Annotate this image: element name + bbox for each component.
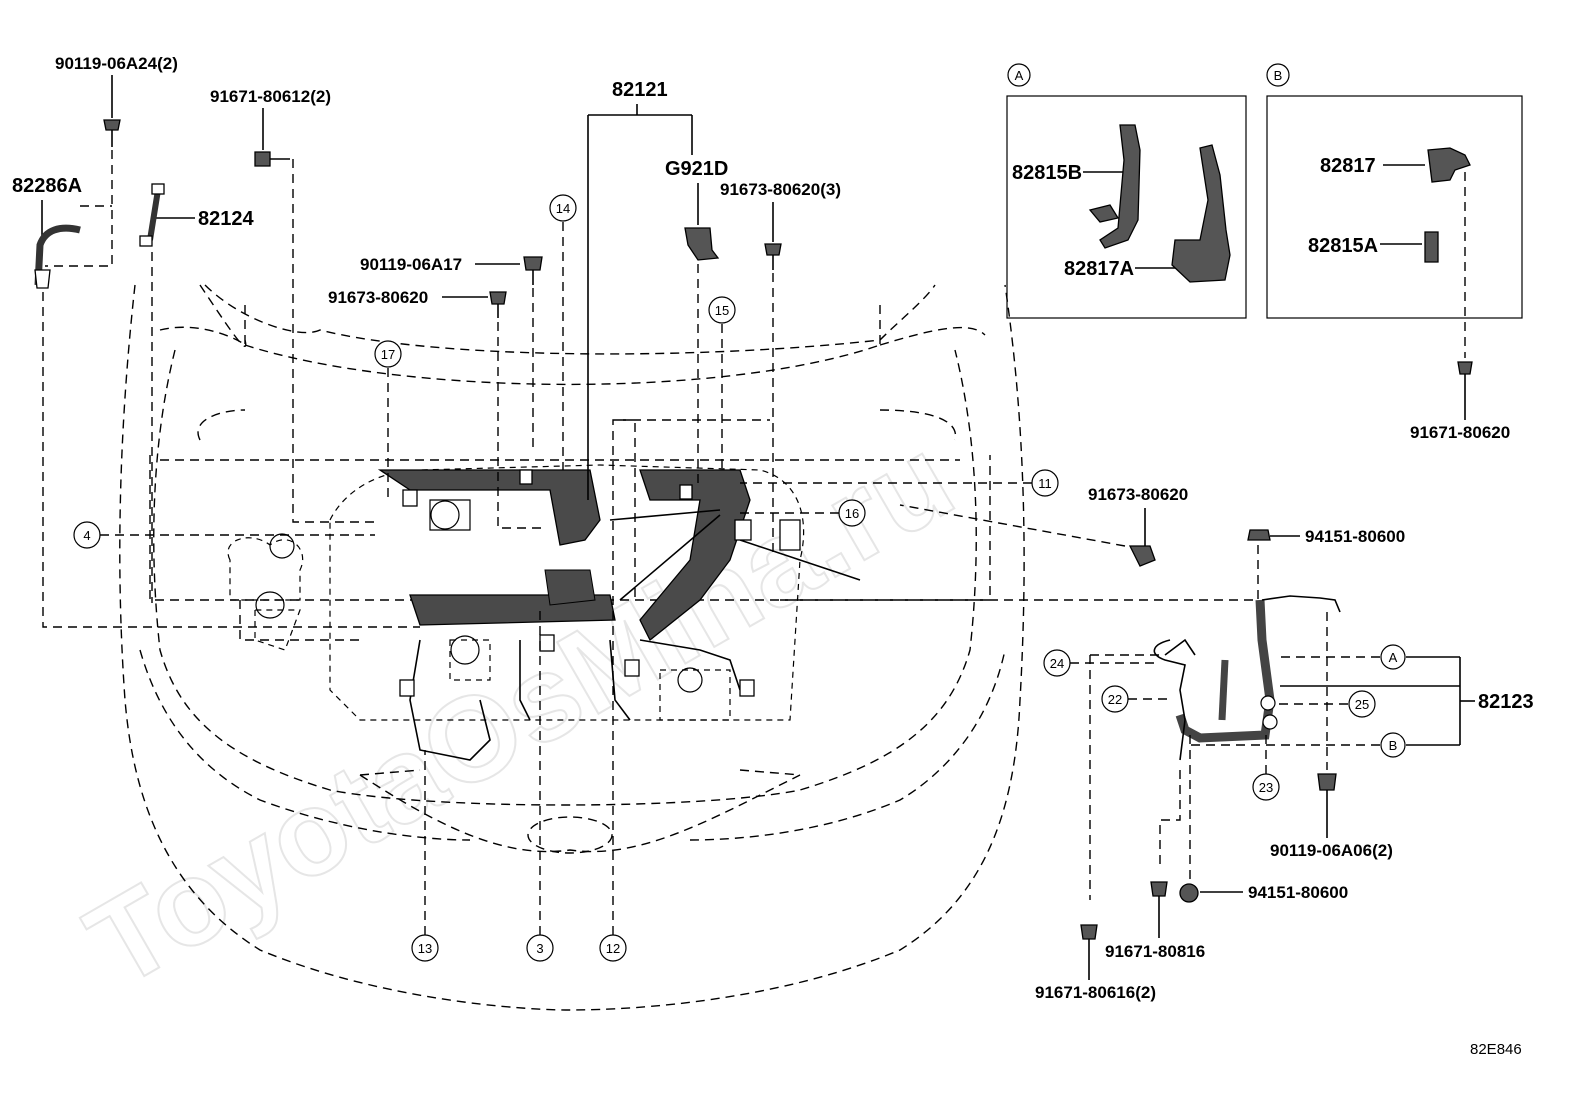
part-82124: 82124 bbox=[139, 183, 254, 603]
callout-17: 17 bbox=[374, 340, 402, 500]
part-82121: 82121 bbox=[587, 79, 693, 500]
callout-14-label: 14 bbox=[556, 201, 570, 216]
watermark: ToyotaOsMina.ru bbox=[66, 411, 974, 1013]
part-label-91673-80620-left: 91673-80620 bbox=[328, 288, 428, 307]
callout-15-label: 15 bbox=[715, 303, 729, 318]
part-label-82815B: 82815B bbox=[1012, 162, 1082, 184]
bolt-91671-80816: 91671-80816 bbox=[1105, 770, 1205, 961]
inset-B-ref: B bbox=[1389, 738, 1398, 753]
part-label-91671-80620: 91671-80620 bbox=[1410, 423, 1510, 442]
part-label-82817A: 82817A bbox=[1064, 258, 1134, 280]
bolt-90119-06A06: 90119-06A06(2) bbox=[1270, 773, 1393, 860]
callout-4: 4 bbox=[73, 521, 375, 549]
callout-12-label: 12 bbox=[606, 941, 620, 956]
part-label-82817: 82817 bbox=[1320, 155, 1376, 177]
callout-12: 12 bbox=[599, 419, 770, 962]
inset-A: A 82815B 82817A bbox=[1006, 63, 1247, 319]
part-label-82123: 82123 bbox=[1478, 691, 1534, 713]
bolt-90119-06A24: 90119-06A24(2) bbox=[45, 54, 178, 267]
bolt-91671-80612: 91671-80612(2) bbox=[210, 87, 380, 523]
callout-14: 14 bbox=[549, 194, 577, 470]
part-82123: 24 22 25 23 A B 82123 bbox=[1043, 595, 1534, 900]
nut-94151-80600-top: 94151-80600 bbox=[780, 527, 1405, 601]
part-82286A: 82286A bbox=[12, 175, 420, 628]
part-label-90119-06A24: 90119-06A24(2) bbox=[55, 54, 178, 73]
bolt-91673-80620-3: 91673-80620(3) bbox=[720, 180, 841, 555]
callout-25-label: 25 bbox=[1355, 697, 1369, 712]
callout-24-label: 24 bbox=[1050, 656, 1064, 671]
nut-94151-80600-bottom: 94151-80600 bbox=[1179, 735, 1348, 903]
bolt-91671-80616: 91671-80616(2) bbox=[1035, 924, 1156, 1002]
callout-3-label: 3 bbox=[536, 941, 543, 956]
bolt-91673-80620-left: 91673-80620 bbox=[328, 288, 545, 529]
part-G921D: G921D bbox=[665, 158, 728, 485]
callout-16: 16 bbox=[740, 499, 866, 527]
callout-11-label: 11 bbox=[1038, 476, 1052, 491]
bolt-91671-80620: 91671-80620 bbox=[1410, 361, 1510, 442]
callout-15: 15 bbox=[708, 296, 736, 470]
inset-B: B 82817 82815A bbox=[1266, 63, 1523, 358]
callout-3: 3 bbox=[526, 610, 554, 962]
part-label-91671-80616: 91671-80616(2) bbox=[1035, 983, 1156, 1002]
callout-22-label: 22 bbox=[1108, 692, 1122, 707]
part-label-91673-80620-right: 91673-80620 bbox=[1088, 485, 1188, 504]
part-label-91673-80620-3: 91673-80620(3) bbox=[720, 180, 841, 199]
bolt-90119-06A17: 90119-06A17 bbox=[360, 255, 543, 450]
part-label-94151-80600-top: 94151-80600 bbox=[1305, 527, 1405, 546]
part-label-90119-06A17: 90119-06A17 bbox=[360, 255, 462, 274]
callout-13: 13 bbox=[411, 750, 439, 962]
callout-11: 11 bbox=[740, 469, 1059, 497]
part-label-G921D: G921D bbox=[665, 158, 728, 180]
inset-A-ref: A bbox=[1389, 650, 1398, 665]
callout-13-label: 13 bbox=[418, 941, 432, 956]
part-label-82815A: 82815A bbox=[1308, 235, 1378, 257]
callout-23-label: 23 bbox=[1259, 780, 1273, 795]
bolt-91673-80620-right: 91673-80620 bbox=[899, 485, 1188, 567]
part-label-91671-80816: 91671-80816 bbox=[1105, 942, 1205, 961]
callout-4-label: 4 bbox=[83, 528, 90, 543]
callout-16-label: 16 bbox=[845, 506, 859, 521]
part-label-94151-80600-bottom: 94151-80600 bbox=[1248, 883, 1348, 902]
part-label-90119-06A06: 90119-06A06(2) bbox=[1270, 841, 1393, 860]
diagram-code: 82E846 bbox=[1470, 1041, 1522, 1058]
inset-B-marker: B bbox=[1274, 68, 1283, 83]
engine-room-harness bbox=[377, 469, 861, 761]
part-label-82124: 82124 bbox=[198, 208, 254, 230]
part-label-82121: 82121 bbox=[612, 79, 668, 101]
callout-17-label: 17 bbox=[381, 347, 395, 362]
inset-A-marker: A bbox=[1015, 68, 1024, 83]
part-label-91671-80612: 91671-80612(2) bbox=[210, 87, 331, 106]
vehicle-outline bbox=[119, 284, 1025, 1011]
part-label-82286A: 82286A bbox=[12, 175, 82, 197]
